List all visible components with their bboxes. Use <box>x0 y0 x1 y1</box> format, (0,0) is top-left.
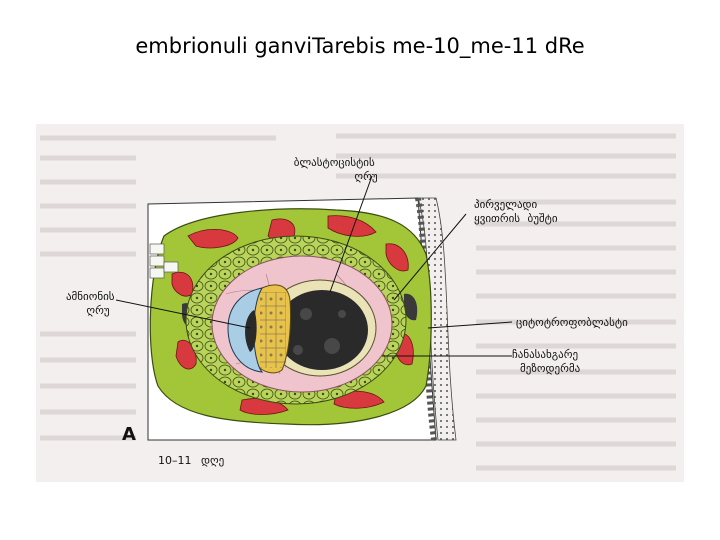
embryo-figure: ბლასტოცისტის ღრუ პირველადი ყვითრის ბუშტი… <box>36 124 684 482</box>
label-extraembryonic-mesoderm-line2: მეზოდერმა <box>520 362 581 375</box>
label-primary-yolk-sac-line1: პირველადი <box>474 198 538 211</box>
day-label-number: 10–11 <box>158 454 192 467</box>
svg-text:10–11 დღე: 10–11 დღე <box>158 454 224 467</box>
label-blastocyst-cavity-line2: ღრუ <box>354 170 377 183</box>
day-label-unit: დღე <box>201 454 224 467</box>
label-primary-yolk-sac-line3: ბუშტი <box>528 212 558 225</box>
label-extraembryonic-mesoderm-line1: ჩანასახგარე <box>512 348 578 361</box>
slide-title: embrionuli ganviTarebis me-10_me-11 dRe <box>0 34 720 58</box>
label-primary-yolk-sac-line2: ყვითრის <box>474 212 520 225</box>
svg-text:ჩანასახგარე მეზოდერმა: ჩანასახგარე მეზოდერმა <box>512 348 582 375</box>
panel-letter: A <box>122 424 136 445</box>
label-amniotic-cavity-line1: ამნიონის <box>66 290 115 303</box>
label-amniotic-cavity-line2: ღრუ <box>86 304 109 317</box>
label-blastocyst-cavity-line1: ბლასტოცისტის <box>294 156 375 169</box>
label-cytotrophoblast: ციტოტროფობლასტი <box>516 316 628 329</box>
